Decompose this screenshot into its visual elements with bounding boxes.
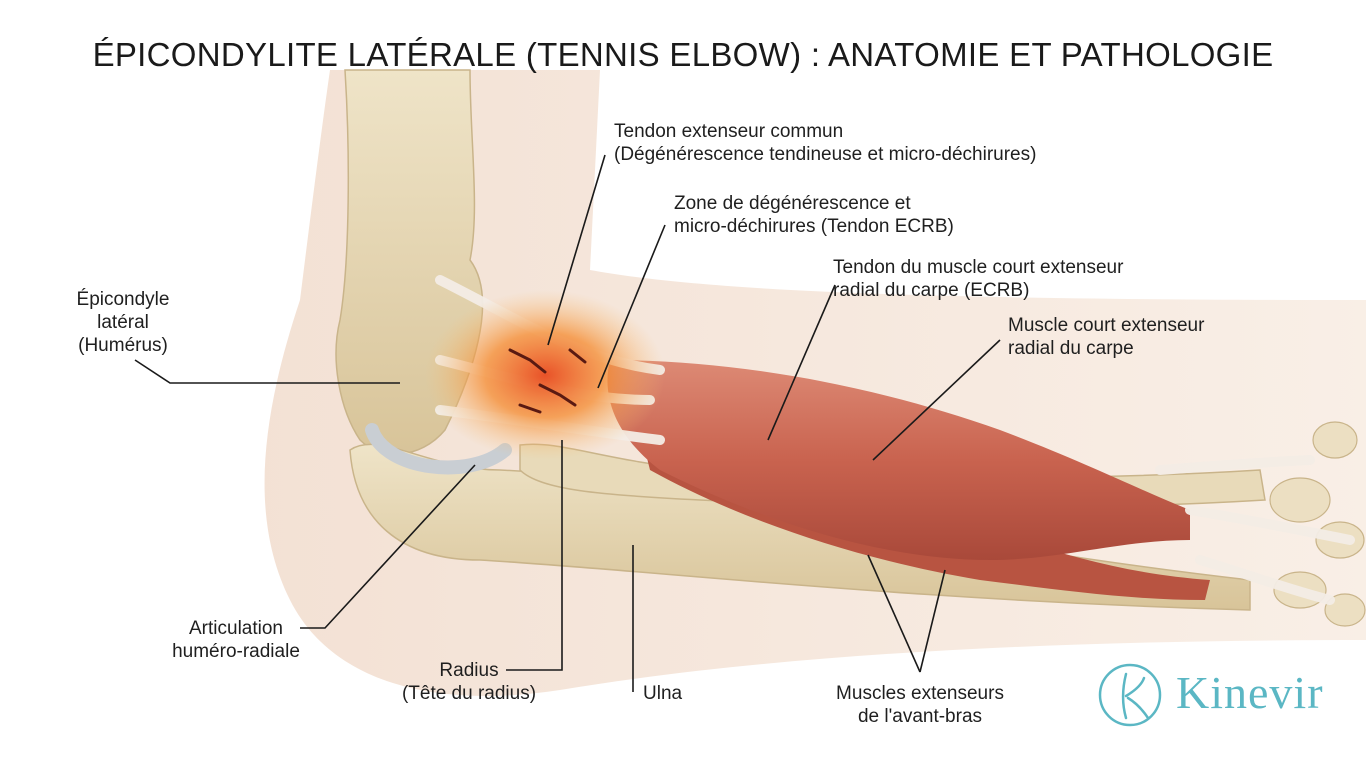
label-line: de l'avant-bras — [857, 706, 983, 727]
label-line: Radius — [439, 660, 499, 681]
leader-lines — [134, 154, 1001, 692]
label-common-tendon: Tendon extenseur commun (Dégénérescence … — [614, 120, 1036, 166]
label-line: Muscles extenseurs — [836, 683, 1004, 704]
label-line: Épicondyle — [76, 289, 170, 310]
label-joint: Articulation huméro-radiale — [160, 617, 312, 663]
label-line: Tendon extenseur commun — [614, 121, 844, 142]
label-line: latéral — [97, 312, 149, 333]
label-ecrb-tendon: Tendon du muscle court extenseur radial … — [833, 256, 1123, 302]
label-line: Ulna — [643, 683, 683, 704]
page-title: ÉPICONDYLITE LATÉRALE (TENNIS ELBOW) : A… — [92, 36, 1274, 73]
wrist-bones — [1269, 421, 1366, 627]
inflammation-zone — [425, 290, 665, 460]
micro-tears — [508, 348, 587, 414]
ecrb-muscle — [607, 360, 1190, 560]
label-line: huméro-radiale — [172, 641, 300, 662]
label-line: radial du carpe (ECRB) — [833, 280, 1030, 301]
label-radius: Radius (Tête du radius) — [384, 659, 554, 705]
logo-icon — [1098, 663, 1162, 727]
label-epicondyle: Épicondyle latéral (Humérus) — [60, 288, 186, 357]
label-line: Tendon du muscle court extenseur — [833, 257, 1124, 278]
label-ecrb-muscle: Muscle court extenseur radial du carpe — [1008, 314, 1204, 360]
kinevir-logo: Kinevir — [1096, 660, 1346, 730]
label-extensors: Muscles extenseurs de l'avant-bras — [808, 682, 1032, 728]
label-line: micro-déchirures (Tendon ECRB) — [674, 216, 954, 237]
label-line: Zone de dégénérescence et — [674, 193, 911, 214]
label-ulna: Ulna — [643, 682, 682, 705]
label-line: Muscle court extenseur — [1008, 315, 1205, 336]
label-line: (Dégénérescence tendineuse et micro-déch… — [614, 144, 1037, 165]
joint-cartilage — [365, 423, 512, 475]
label-degeneration-zone: Zone de dégénérescence et micro-déchirur… — [674, 192, 954, 238]
label-line: Articulation — [189, 618, 283, 639]
logo-word: Kinevir — [1176, 667, 1324, 718]
label-line: radial du carpe — [1008, 338, 1134, 359]
label-line: (Humérus) — [78, 335, 168, 356]
label-line: (Tête du radius) — [401, 683, 537, 704]
